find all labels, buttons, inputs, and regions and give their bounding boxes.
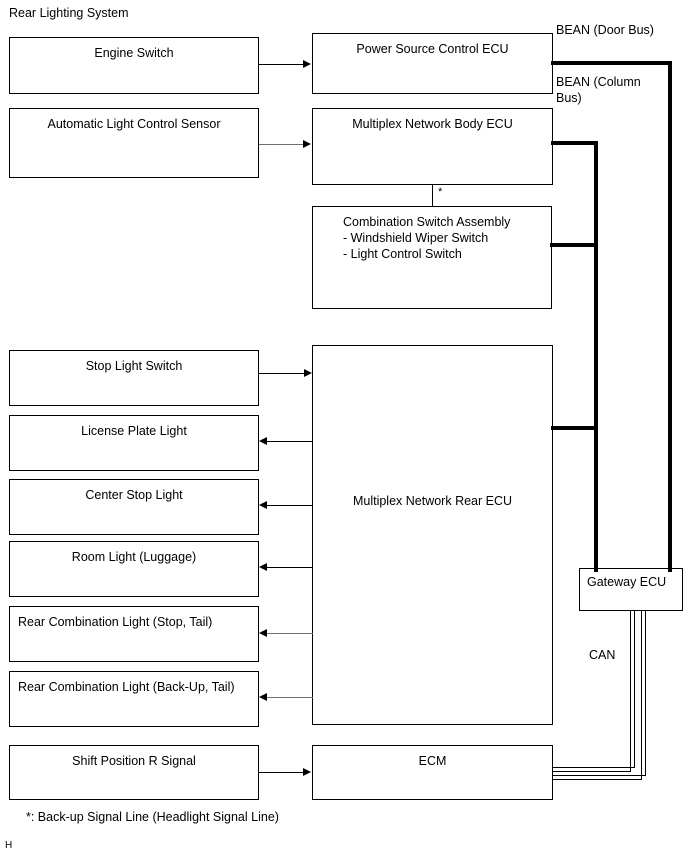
block-rear-combination-light-backup-tail-label: Rear Combination Light (Back-Up, Tail): [18, 680, 235, 694]
arrowhead-rear-ecu-to-license-plate-light: [259, 437, 267, 445]
connector-rear-ecu-to-rear-comb-backup-tail: [267, 697, 313, 699]
block-rear-combination-light-stop-tail: Rear Combination Light (Stop, Tail): [9, 606, 259, 662]
block-gateway-ecu-label: Gateway ECU: [587, 575, 667, 589]
connector-rear-ecu-to-room-light: [267, 567, 313, 569]
connector-shift-position-to-ecm: [259, 772, 304, 774]
block-license-plate-light: License Plate Light: [9, 415, 259, 471]
bus-column-horizontal-body-ecu: [551, 141, 598, 145]
combination-switch-title: Combination Switch Assembly: [343, 215, 511, 229]
arrowhead-engine-switch-to-power-source: [303, 60, 311, 68]
combination-switch-item-wiper: - Windshield Wiper Switch: [343, 231, 489, 245]
bus-label-column-line2: Bus): [556, 91, 582, 105]
block-power-source-control-ecu: Power Source Control ECU: [312, 33, 553, 94]
block-automatic-light-control-sensor-label: Automatic Light Control Sensor: [47, 117, 221, 131]
can-line-b2-horizontal: [553, 775, 646, 777]
arrowhead-rear-ecu-to-center-stop-light: [259, 501, 267, 509]
connector-rear-ecu-to-rear-comb-stop-tail: [267, 633, 313, 635]
block-multiplex-network-body-ecu-label: Multiplex Network Body ECU: [352, 117, 513, 131]
block-multiplex-network-rear-ecu-label: Multiplex Network Rear ECU: [352, 494, 513, 508]
arrowhead-light-sensor-to-body-ecu: [303, 140, 311, 148]
arrowhead-rear-ecu-to-room-light: [259, 563, 267, 571]
arrowhead-rear-ecu-to-rear-comb-backup-tail: [259, 693, 267, 701]
connector-rear-ecu-to-license-plate-light: [267, 441, 313, 443]
can-label: CAN: [589, 648, 616, 662]
block-power-source-control-ecu-label: Power Source Control ECU: [356, 42, 509, 56]
can-line-a2-horizontal: [553, 767, 635, 769]
page-mark: H: [5, 840, 13, 851]
footnote-backup-signal-line: *: Back-up Signal Line (Headlight Signal…: [26, 810, 279, 824]
block-room-light-luggage-label: Room Light (Luggage): [71, 550, 197, 564]
bus-label-door: BEAN (Door Bus): [556, 23, 654, 37]
can-line-a-horizontal: [553, 771, 631, 773]
asterisk-marker: *: [438, 186, 443, 198]
block-stop-light-switch: Stop Light Switch: [9, 350, 259, 406]
arrowhead-shift-position-to-ecm: [303, 768, 311, 776]
bus-column-stub-rear-ecu: [551, 426, 598, 430]
block-room-light-luggage: Room Light (Luggage): [9, 541, 259, 597]
block-stop-light-switch-label: Stop Light Switch: [85, 359, 183, 373]
block-multiplex-network-rear-ecu: Multiplex Network Rear ECU: [312, 345, 553, 725]
can-line-a2-vertical: [634, 611, 636, 768]
connector-body-ecu-to-combination-switch: [432, 185, 434, 206]
block-center-stop-light-label: Center Stop Light: [85, 488, 183, 502]
can-line-b-vertical: [641, 611, 643, 780]
block-rear-combination-light-stop-tail-label: Rear Combination Light (Stop, Tail): [18, 615, 213, 629]
bus-door-horizontal: [551, 61, 672, 65]
block-license-plate-light-label: License Plate Light: [81, 424, 187, 438]
arrowhead-rear-ecu-to-rear-comb-stop-tail: [259, 629, 267, 637]
can-line-a-vertical: [630, 611, 632, 772]
block-ecm-label: ECM: [418, 754, 447, 768]
bus-column-vertical: [594, 141, 598, 572]
block-ecm: ECM: [312, 745, 553, 800]
block-rear-combination-light-backup-tail: Rear Combination Light (Back-Up, Tail): [9, 671, 259, 727]
block-automatic-light-control-sensor: Automatic Light Control Sensor: [9, 108, 259, 178]
connector-rear-ecu-to-center-stop-light: [267, 505, 313, 507]
connector-stop-light-switch-to-rear-ecu: [259, 373, 306, 375]
block-gateway-ecu: Gateway ECU: [579, 568, 683, 611]
block-center-stop-light: Center Stop Light: [9, 479, 259, 535]
bus-door-vertical: [668, 61, 672, 572]
block-engine-switch: Engine Switch: [9, 37, 259, 94]
arrowhead-stop-light-switch-to-rear-ecu: [304, 369, 312, 377]
block-shift-position-r-signal-label: Shift Position R Signal: [72, 754, 196, 768]
block-shift-position-r-signal: Shift Position R Signal: [9, 745, 259, 800]
can-line-b2-vertical: [645, 611, 647, 776]
bus-label-column-line1: BEAN (Column: [556, 75, 641, 89]
combination-switch-item-light: - Light Control Switch: [343, 247, 462, 261]
block-combination-switch-assembly-label: Combination Switch Assembly - Windshield…: [313, 214, 551, 262]
can-line-b-horizontal: [553, 779, 642, 781]
connector-light-sensor-to-body-ecu: [259, 144, 304, 146]
page-title: Rear Lighting System: [9, 6, 129, 20]
block-combination-switch-assembly: Combination Switch Assembly - Windshield…: [312, 206, 552, 309]
connector-engine-switch-to-power-source: [259, 64, 304, 66]
block-engine-switch-label: Engine Switch: [94, 46, 174, 60]
bus-column-stub-combination-switch: [550, 243, 598, 247]
block-multiplex-network-body-ecu: Multiplex Network Body ECU: [312, 108, 553, 185]
